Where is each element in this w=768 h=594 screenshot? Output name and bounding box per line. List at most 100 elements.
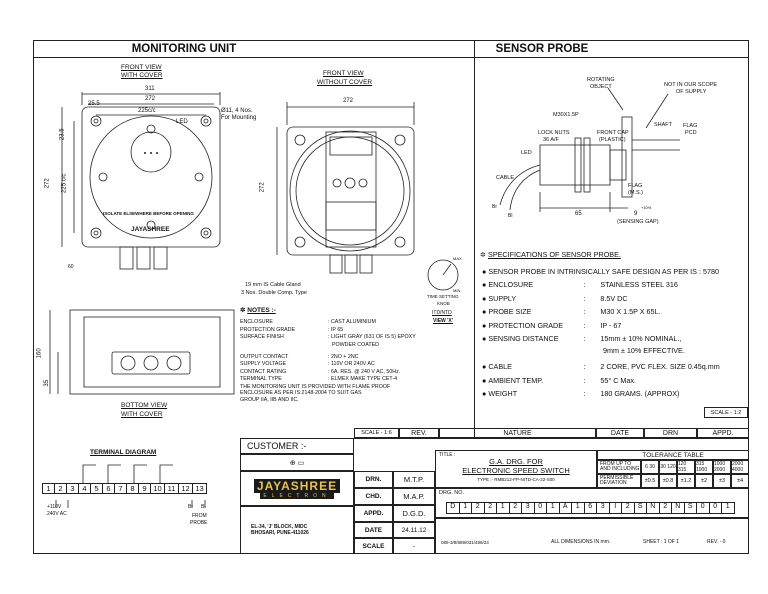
flag-pcd-2: PCD bbox=[685, 130, 697, 136]
footer-cell bbox=[435, 518, 749, 554]
dim-272-top: 272 bbox=[343, 98, 354, 104]
lock-nuts-1: LOCK NUTS bbox=[538, 130, 570, 136]
dim-25-5: 25.5 bbox=[88, 101, 100, 107]
dim-311: 311 bbox=[145, 86, 155, 92]
notes-title: ✲ NOTES :- bbox=[240, 307, 276, 314]
mounting-note-2: For Mounting bbox=[221, 115, 257, 121]
dim-272: 272 bbox=[145, 96, 156, 102]
flag-ms-1: FLAG bbox=[628, 183, 643, 189]
footer-dims: ALL DIMENSIONS IN mm. bbox=[551, 539, 611, 545]
gland-note-2: 3 Nos. Double Comp. Type bbox=[241, 290, 307, 296]
probe-label: PROBE bbox=[190, 520, 208, 526]
title-cell: TITLE : G.A. DRG. FOR ELECTRONIC SPEED S… bbox=[435, 450, 597, 488]
drn-value: M.T.P. bbox=[393, 471, 435, 488]
scale-1-2: SCALE - 1:2 bbox=[704, 407, 748, 418]
terminal-9: 9 bbox=[139, 484, 151, 493]
terminal-5: 5 bbox=[91, 484, 103, 493]
customer-field: CUSTOMER :- bbox=[240, 438, 354, 454]
view-title-bottom: BOTTOM VIEW bbox=[121, 402, 168, 409]
company-logo: JAYASHREE ELECTRON bbox=[240, 471, 354, 506]
rev-header: REV. bbox=[399, 428, 439, 438]
gland-note-1: 19 mm IS Cable Gland bbox=[245, 282, 301, 288]
monitoring-unit-header: MONITORING UNIT bbox=[33, 41, 335, 58]
knob-view-x: VIEW 'X' bbox=[433, 318, 453, 324]
sensor-probe-header: SENSOR PROBE bbox=[335, 41, 749, 58]
view-title-front-with-cover: FRONT VIEW bbox=[121, 64, 162, 71]
dim-65: 65 bbox=[575, 211, 582, 217]
dim-35: 35 bbox=[44, 379, 51, 387]
nature-header: NATURE bbox=[439, 428, 596, 438]
sensing-gap-tolerance: +10% bbox=[641, 205, 652, 210]
gear-icon: ✲ bbox=[480, 250, 487, 259]
knob-min: MIN bbox=[453, 288, 461, 293]
drg-no-boxes: D 1 2 2 1 2 3 0 1 A 1 6 3 I 2 S N 2 N S … bbox=[446, 502, 735, 514]
front-cap-1: FRONT CAP bbox=[597, 130, 629, 136]
scale-1-6: SCALE - 1:6 bbox=[354, 428, 399, 438]
terminal-12: 12 bbox=[179, 484, 193, 493]
m30-label: M30X1.5P bbox=[553, 112, 579, 118]
scope-note-2: OF SUPPLY bbox=[676, 89, 707, 95]
terminal-8: 8 bbox=[127, 484, 139, 493]
dim-60: 60 bbox=[68, 264, 74, 270]
scale-label: SCALE bbox=[354, 538, 393, 554]
terminal-11: 11 bbox=[165, 484, 179, 493]
sensing-gap-value: 9 bbox=[634, 211, 638, 217]
terminal-4: 4 bbox=[79, 484, 91, 493]
probe-bl: Bl bbox=[201, 504, 206, 510]
date-header: DATE bbox=[596, 428, 644, 438]
drn-label: DRN. bbox=[354, 471, 393, 488]
probe-br: Br bbox=[188, 504, 193, 510]
terminal-strip: 1 2 3 4 5 6 7 8 9 10 11 12 13 bbox=[42, 483, 207, 494]
dim-272-vertical: 272 bbox=[44, 178, 51, 189]
terminal-3: 3 bbox=[67, 484, 79, 493]
cable-label: CABLE bbox=[496, 175, 515, 181]
sensing-gap-label: (SENSING GAP) bbox=[617, 219, 659, 225]
scope-note-1: NOT IN OUR SCOPE bbox=[664, 82, 718, 88]
appd-label: APPD. bbox=[354, 505, 393, 522]
supply-voltage-label: +110V bbox=[47, 504, 62, 510]
dim-225cc: 225c/c bbox=[138, 108, 156, 114]
view-subtitle-front-without-cover: WITHOUT COVER bbox=[317, 79, 373, 86]
led-label: LED bbox=[176, 119, 188, 125]
specs-intrinsic: ● SENSOR PROBE IN INTRINSICALLY SAFE DES… bbox=[482, 267, 719, 276]
footer-sheet: SHEET : 1 OF 1 bbox=[643, 539, 680, 545]
footer-rev: REV. - 0 bbox=[707, 539, 726, 545]
date-value: 24.11.12 bbox=[393, 522, 435, 538]
terminal-6: 6 bbox=[103, 484, 115, 493]
terminal-7: 7 bbox=[115, 484, 127, 493]
dim-23-5: 23.5 bbox=[59, 128, 66, 141]
view-title-front-without-cover: FRONT VIEW bbox=[323, 70, 364, 77]
flag-pcd-1: FLAG bbox=[683, 123, 698, 129]
gear-icon: ✲ bbox=[240, 307, 246, 314]
terminal-1: 1 bbox=[43, 484, 55, 493]
specs-list: ● ENCLOSURE:STAINLESS STEEL 316 ● SUPPLY… bbox=[482, 280, 720, 398]
terminal-2: 2 bbox=[55, 484, 67, 493]
scale-value: - bbox=[393, 538, 435, 554]
knob-itd: ITD/NTD bbox=[432, 310, 452, 316]
terminal-13: 13 bbox=[195, 484, 204, 493]
supply-ac-label: 240V AC bbox=[47, 511, 67, 517]
tolerance-title: TOLERANCE TABLE bbox=[597, 450, 749, 460]
appd-value: D.G.D. bbox=[393, 505, 435, 522]
mounting-note-1: Ø11, 4 Nos. bbox=[221, 108, 253, 114]
sensor-led-label: LED bbox=[521, 150, 532, 156]
rotating-object-1: ROTATING bbox=[587, 77, 615, 83]
company-address: EL-34, 'J' BLOCK, MIDC BHOSARI, PUNE-411… bbox=[240, 506, 354, 554]
wire-br: Br bbox=[492, 204, 497, 210]
specs-title: ✲ SPECIFICATIONS OF SENSOR PROBE. bbox=[480, 250, 621, 259]
knob-label-2: KNOB bbox=[437, 301, 450, 306]
chd-label: CHD. bbox=[354, 488, 393, 505]
drn-header: DRN bbox=[644, 428, 697, 438]
rotating-object-2: OBJECT bbox=[590, 84, 612, 90]
terminal-diagram-title: TERMINAL DIAGRAM bbox=[90, 449, 157, 456]
cover-brand: JAYASHREE bbox=[131, 226, 170, 233]
chd-value: M.A.P. bbox=[393, 488, 435, 505]
front-cap-2: (PLASTIC) bbox=[599, 137, 626, 143]
from-label: FROM bbox=[192, 513, 207, 519]
view-subtitle-front-with-cover: WITH COVER bbox=[121, 72, 163, 79]
dim-225cc-vertical: 225 c/c bbox=[61, 173, 68, 193]
notes-list: ENCLOSURE: CAST ALUMINIUM PROTECTION GRA… bbox=[240, 319, 416, 403]
date-label: DATE bbox=[354, 522, 393, 538]
drg-no-cell: DRG. NO. bbox=[435, 488, 749, 518]
